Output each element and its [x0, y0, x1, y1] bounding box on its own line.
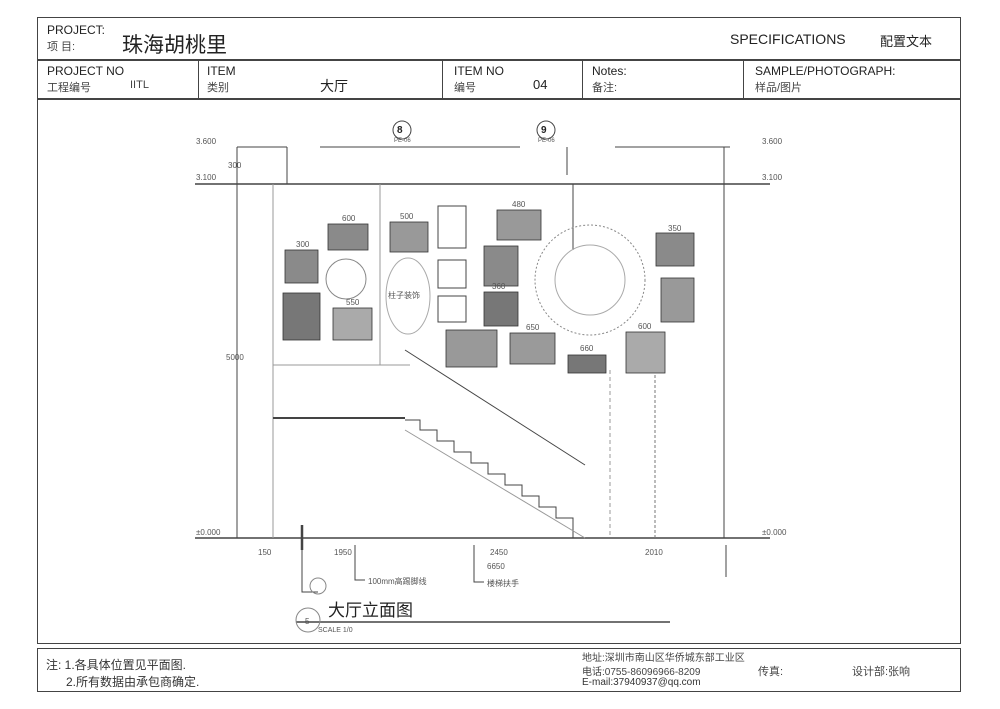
item-no-label: ITEM NO [454, 64, 504, 78]
dim-left-top: 300 [228, 161, 242, 170]
callout-8-sheet: PE-06 [394, 138, 411, 144]
dim-bottom-3: 2450 [490, 548, 508, 557]
dim-photo: 600 [342, 214, 356, 223]
footer-note-1: 注: 1.各具体位置见平面图. [46, 658, 187, 672]
dim-photo: 480 [512, 200, 526, 209]
note-skirting: 100mm高踢脚线 [368, 576, 427, 586]
level-base-right: ±0.000 [762, 528, 787, 537]
item-value: 大厅 [320, 78, 348, 94]
frame-2 [437, 259, 467, 289]
photos [282, 209, 695, 374]
dim-photo: 300 [296, 240, 310, 249]
frame-1 [437, 205, 467, 249]
level-mid-left: 3.100 [196, 173, 217, 182]
level-top-right: 3.600 [762, 137, 783, 146]
footer [37, 648, 961, 692]
project-no-cn: 工程编号 [47, 82, 91, 94]
stair-steps [405, 419, 574, 538]
footer-designer: 设计部:张响 [852, 666, 911, 678]
dim-photo: 600 [638, 322, 652, 331]
dim-photo: 360 [492, 282, 506, 291]
level-top-left: 3.600 [196, 137, 217, 146]
item-no-cn: 编号 [454, 82, 476, 94]
notes-cn: 备注: [592, 82, 618, 94]
photo [483, 291, 519, 327]
dim-total: 6650 [487, 562, 505, 571]
item-cn: 类别 [207, 82, 229, 94]
photo [509, 332, 556, 365]
photo [567, 354, 607, 374]
photo [496, 209, 542, 241]
photo [389, 221, 429, 253]
dim-photo: 660 [580, 344, 594, 353]
project-no-label: PROJECT NO [47, 64, 125, 78]
photo [332, 307, 373, 341]
photo [660, 277, 695, 323]
level-mid-right: 3.100 [762, 173, 783, 182]
drawing-title: 大厅立面图 [328, 601, 413, 620]
dim-photo: 650 [526, 323, 540, 332]
photo [445, 329, 498, 368]
photo [327, 223, 369, 251]
header-title-row [37, 17, 961, 61]
dim-bottom-1: 150 [258, 548, 272, 557]
callout-8-number: 8 [397, 125, 403, 136]
photo [625, 331, 666, 374]
callout-9-sheet: PE-06 [538, 138, 555, 144]
dim-photo: 350 [668, 224, 682, 233]
oval-mirror [385, 257, 431, 335]
drawing-frame [37, 98, 961, 644]
dim-bottom-2: 1950 [334, 548, 352, 557]
photo [655, 232, 695, 267]
project-cn-label: 项 目: [47, 41, 76, 53]
photo [483, 245, 519, 287]
project-name: 珠海胡桃里 [122, 33, 227, 57]
sample-cn: 样品/图片 [755, 82, 803, 94]
dim-bottom-4: 2010 [645, 548, 663, 557]
title-ref: 5 [305, 617, 310, 626]
footer-address: 地址:深圳市南山区华侨城东部工业区 [582, 653, 745, 664]
project-no-value: IITL [130, 79, 149, 91]
header-info-row [37, 59, 961, 100]
stair-handrail [404, 349, 586, 466]
dim-photo: 550 [346, 298, 360, 307]
footer-note-2: 2.所有数据由承包商确定. [66, 675, 200, 689]
sample-label: SAMPLE/PHOTOGRAPH: [755, 64, 896, 78]
item-label: ITEM [207, 64, 236, 78]
level-base-left: ±0.000 [196, 528, 221, 537]
photo [284, 249, 319, 284]
footer-email: E-mail:37940937@qq.com [582, 677, 701, 688]
note-handrail: 楼梯扶手 [487, 578, 519, 588]
notes-label: Notes: [592, 64, 627, 78]
center-label: 柱子装饰 [388, 290, 420, 300]
dim-left-height: 5000 [226, 353, 244, 362]
callout-8-circle [392, 120, 412, 140]
dim-photo: 500 [400, 212, 414, 221]
round-ornament [325, 258, 367, 300]
mandala-ornament [534, 224, 646, 336]
photo [282, 292, 321, 341]
scale-label: SCALE 1/0 [318, 627, 353, 634]
footer-phone: 电话:0755-86096966-8209 [582, 667, 701, 678]
callout-9-circle [536, 120, 556, 140]
spec-label: SPECIFICATIONS [730, 31, 846, 47]
footer-fax: 传真: [758, 666, 784, 678]
callout-9-number: 9 [541, 125, 547, 136]
project-label: PROJECT: [47, 23, 106, 37]
item-no-value: 04 [533, 77, 548, 92]
spec-cn: 配置文本 [880, 34, 933, 49]
frame-3 [437, 295, 467, 323]
